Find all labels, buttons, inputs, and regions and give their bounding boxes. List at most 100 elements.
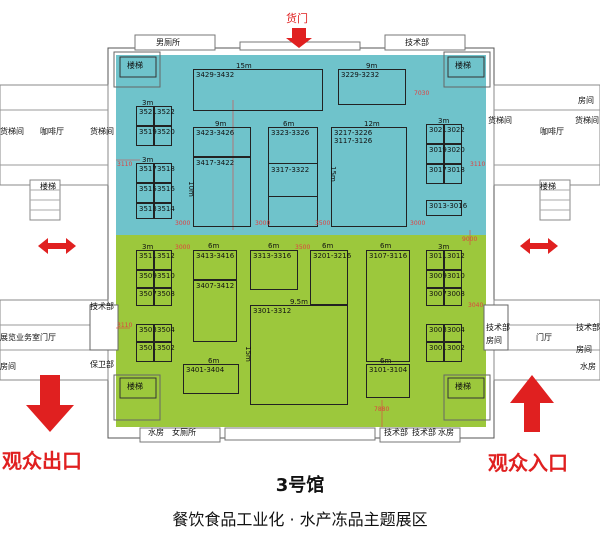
cafe-right: 咖啡厅	[540, 127, 564, 136]
entrance-label: 观众入口	[488, 451, 568, 475]
booth-3229-3232: 3229-3232	[338, 69, 406, 105]
upper-zone	[116, 55, 486, 235]
dist-3000-a: 3000	[175, 220, 191, 227]
room-left-bottom: 房间	[0, 362, 16, 371]
left-double-arrow	[38, 238, 76, 254]
dist-3040: 3040	[468, 302, 484, 309]
cargo-elevator-left-a: 货梯间	[0, 127, 24, 136]
dim-9-5m: 9.5m	[290, 298, 308, 306]
booth-3514: 3514	[154, 203, 175, 219]
booth-3417-3422: 3417-3422	[193, 157, 251, 227]
water-room-bottom-right: 水房	[438, 428, 454, 437]
stairs-bottom-right: 楼梯	[455, 382, 471, 391]
dim-3m-b: 3m	[142, 156, 154, 164]
booth-3508: 3508	[154, 288, 175, 306]
tech-right-a: 技术部	[486, 323, 510, 332]
booth-3520: 3520	[154, 126, 175, 146]
tech-dept-bottom-label-2: 技术部	[412, 428, 436, 437]
dim-3m-d: 3m	[142, 243, 154, 251]
booth-3009: 3009	[426, 270, 447, 288]
tech-dept-bottom-label: 技术部	[384, 428, 408, 437]
dim-15m-low: 15m	[243, 346, 252, 362]
dist-3000-d: 3000	[175, 244, 191, 251]
cargo-elevator-left-b: 货梯间	[90, 127, 114, 136]
dist-3110-a: 3110	[117, 161, 133, 168]
dim-3m-e: 3m	[438, 243, 450, 251]
booth-3413-3416: 3413-3416	[193, 250, 237, 280]
lobby-right: 门厅	[536, 333, 552, 342]
booth-3509: 3509	[136, 270, 157, 288]
booth-3019: 3019	[426, 144, 447, 164]
booth-3502: 3502	[154, 342, 175, 362]
booth-3504: 3504	[154, 324, 175, 342]
dim-15m-side: 15m	[328, 166, 337, 182]
hall-title: 3号馆	[275, 475, 325, 496]
stairs-left-mid: 楼梯	[40, 182, 56, 191]
dim-3m-c: 3m	[438, 117, 450, 125]
dim-6m-d: 6m	[268, 242, 280, 250]
booth-3010: 3010	[444, 270, 465, 288]
booth-3518: 3518	[154, 163, 175, 183]
booth-3510: 3510	[154, 270, 175, 288]
stairs-right-mid: 楼梯	[540, 182, 556, 191]
booth-3201-3216: 3201-3216	[310, 250, 351, 305]
booth-3501: 3501	[136, 342, 157, 362]
booth-3001: 3001	[426, 342, 447, 362]
cargo-door-arrow	[286, 28, 312, 48]
stairs-top-left: 楼梯	[127, 61, 143, 70]
dim-15m-top: 15m	[236, 62, 252, 70]
booth-3323-3326: 3323-3326	[268, 127, 318, 197]
dim-6m-b: 6m	[208, 242, 220, 250]
booth-3022: 3022	[444, 124, 465, 144]
admin-office-left: 展览业务室	[0, 333, 40, 342]
booth-3007: 3007	[426, 288, 447, 306]
dim-6m-c: 6m	[208, 357, 220, 365]
booth-3522: 3522	[154, 106, 175, 126]
booth-3516: 3516	[154, 183, 175, 203]
cargo-elevator-right-a: 货梯间	[488, 116, 512, 125]
booth-3517: 3517	[136, 163, 157, 183]
tech-dept-top-label: 技术部	[405, 38, 429, 47]
dim-3m-a: 3m	[142, 99, 154, 107]
cargo-door-label: 货门	[286, 12, 308, 25]
dim-10m: 10m	[186, 181, 195, 197]
booth-3301-3312: 3301-3312	[250, 305, 348, 405]
booth-3401-3404: 3401-3404	[183, 364, 239, 394]
dist-7030: 7030	[414, 90, 430, 97]
tech-right-b: 技术部	[576, 323, 600, 332]
dim-6m-f: 6m	[380, 242, 392, 250]
booth-3021: 3021	[426, 124, 447, 144]
stairs-top-right: 楼梯	[455, 61, 471, 70]
booth-3101-3104: 3101-3104	[366, 364, 410, 398]
booth-3002: 3002	[444, 342, 465, 362]
booth-3519: 3519	[136, 126, 157, 146]
mens-restroom-label: 男厕所	[156, 38, 180, 47]
cargo-elevator-right-b: 货梯间	[575, 116, 599, 125]
right-double-arrow	[520, 238, 558, 254]
tech-left: 技术部	[90, 302, 114, 311]
lower-zone	[116, 235, 486, 427]
room-right-a: 房间	[486, 336, 502, 345]
dim-6m-g: 6m	[380, 357, 392, 365]
room-right-top: 房间	[578, 96, 594, 105]
booth-3515: 3515	[136, 183, 157, 203]
booth-3003: 3003	[426, 324, 447, 342]
dim-9m-a: 9m	[215, 120, 227, 128]
booth-3503: 3503	[136, 324, 157, 342]
hall-subtitle: 餐饮食品工业化 · 水产冻品主题展区	[172, 510, 428, 529]
water-room-right: 水房	[580, 362, 596, 371]
dist-7880: 7880	[374, 406, 390, 413]
dim-9m-top: 9m	[366, 62, 378, 70]
booth-3507: 3507	[136, 288, 157, 306]
booth-3004: 3004	[444, 324, 465, 342]
water-room-bottom: 水房	[148, 428, 164, 437]
booth-3011: 3011	[426, 250, 447, 270]
dist-3500-b: 3500	[295, 244, 311, 251]
booth-3317-3322: 3317-3322	[268, 163, 318, 227]
booth-3423-3426: 3423-3426	[193, 127, 251, 157]
booth-3407-3412: 3407-3412	[193, 280, 237, 342]
dist-3110-b: 3110	[470, 161, 486, 168]
